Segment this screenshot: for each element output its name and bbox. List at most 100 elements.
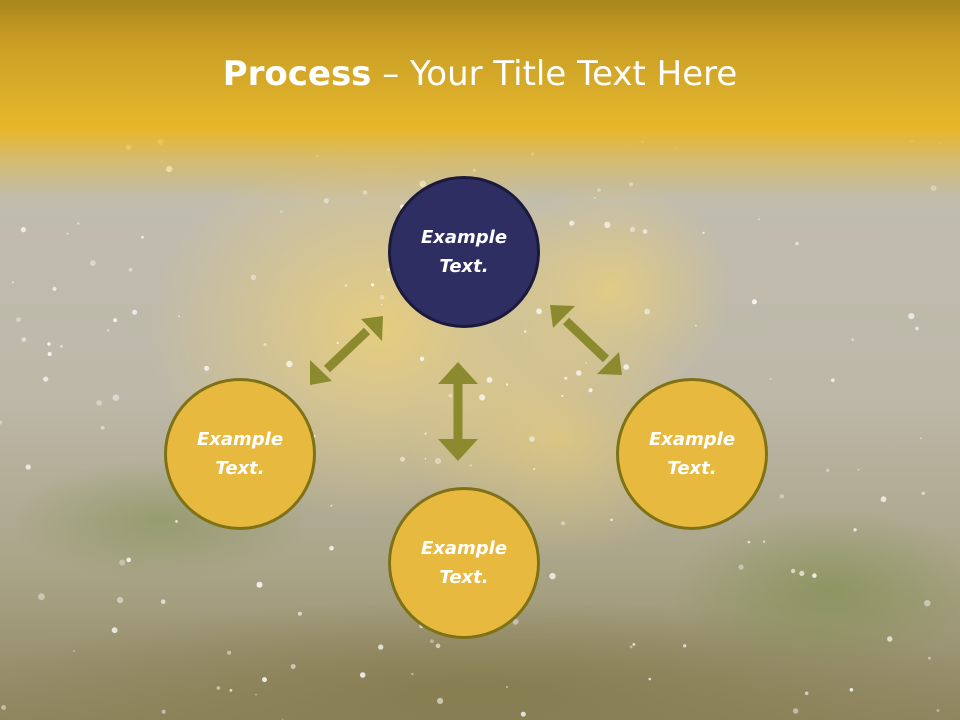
process-node-right[interactable]: Example Text. bbox=[616, 378, 768, 530]
droplet bbox=[424, 432, 427, 435]
droplet bbox=[400, 456, 405, 462]
process-node-bottom[interactable]: Example Text. bbox=[388, 487, 540, 639]
droplet bbox=[100, 426, 105, 430]
droplet bbox=[424, 457, 427, 460]
droplet bbox=[117, 597, 124, 604]
droplet bbox=[290, 664, 296, 669]
droplet bbox=[112, 394, 120, 402]
droplet bbox=[52, 286, 57, 291]
droplet bbox=[506, 686, 508, 688]
droplet bbox=[623, 364, 629, 370]
droplet bbox=[629, 226, 636, 232]
droplet bbox=[216, 686, 220, 690]
droplet bbox=[89, 260, 96, 266]
droplet bbox=[629, 645, 633, 649]
droplet bbox=[336, 342, 339, 344]
slide-title: Process – Your Title Text Here bbox=[0, 52, 960, 96]
arrow-top-bottom bbox=[438, 362, 478, 461]
droplet bbox=[66, 232, 69, 235]
droplet bbox=[175, 520, 178, 523]
droplet bbox=[280, 210, 283, 213]
process-node-left[interactable]: Example Text. bbox=[164, 378, 316, 530]
droplet bbox=[799, 570, 805, 577]
droplet bbox=[47, 342, 51, 346]
droplet bbox=[20, 227, 26, 233]
droplet bbox=[359, 672, 366, 678]
droplet bbox=[747, 540, 751, 544]
droplet bbox=[853, 528, 857, 532]
droplet bbox=[47, 352, 52, 356]
node-left-label: Example Text. bbox=[196, 429, 284, 479]
droplet bbox=[434, 457, 442, 464]
droplet bbox=[178, 315, 180, 318]
droplet bbox=[132, 309, 138, 315]
droplet bbox=[430, 639, 434, 643]
droplet bbox=[486, 377, 493, 383]
droplet bbox=[380, 303, 383, 306]
droplet bbox=[96, 400, 102, 406]
droplet bbox=[128, 267, 133, 272]
droplet bbox=[576, 370, 582, 376]
droplet bbox=[107, 329, 110, 332]
droplet bbox=[921, 491, 925, 495]
droplet bbox=[21, 337, 27, 342]
droplet bbox=[344, 284, 348, 287]
droplet bbox=[790, 568, 796, 574]
droplet bbox=[204, 365, 210, 371]
droplet bbox=[330, 504, 333, 507]
droplet bbox=[113, 318, 117, 323]
droplet bbox=[250, 274, 257, 280]
droplet bbox=[256, 581, 263, 588]
droplet bbox=[588, 388, 593, 393]
droplet bbox=[479, 394, 486, 401]
droplet bbox=[529, 436, 535, 442]
droplet bbox=[851, 338, 855, 342]
node-top-label: Example Text. bbox=[420, 227, 508, 277]
droplet bbox=[908, 313, 915, 320]
droplet bbox=[648, 677, 652, 681]
droplet bbox=[73, 650, 76, 652]
droplet bbox=[520, 711, 526, 717]
droplet bbox=[505, 383, 509, 386]
droplet bbox=[812, 573, 817, 578]
droplet bbox=[936, 709, 940, 712]
droplet bbox=[792, 708, 799, 714]
droplet bbox=[769, 378, 772, 380]
droplet bbox=[779, 494, 785, 499]
droplet bbox=[160, 599, 166, 604]
droplet bbox=[533, 467, 536, 470]
droplet bbox=[887, 636, 893, 642]
droplet bbox=[329, 545, 334, 551]
droplet bbox=[683, 644, 687, 648]
droplet bbox=[419, 356, 425, 361]
droplet bbox=[229, 688, 233, 692]
droplet bbox=[524, 330, 527, 333]
droplet bbox=[378, 644, 384, 650]
droplet bbox=[560, 521, 566, 526]
droplet bbox=[126, 557, 131, 563]
droplet bbox=[119, 559, 126, 566]
droplet bbox=[610, 518, 613, 522]
droplet bbox=[11, 281, 14, 284]
droplet bbox=[738, 564, 744, 570]
droplet bbox=[920, 437, 922, 440]
droplet bbox=[38, 593, 45, 601]
droplet bbox=[25, 464, 31, 470]
droplet bbox=[371, 283, 375, 287]
droplet bbox=[286, 360, 293, 368]
process-node-top[interactable]: Example Text. bbox=[388, 176, 540, 328]
droplet bbox=[795, 241, 799, 246]
droplet bbox=[826, 468, 830, 472]
droplet bbox=[569, 220, 575, 226]
droplet bbox=[411, 672, 414, 676]
droplet bbox=[915, 326, 919, 331]
node-bottom-label: Example Text. bbox=[420, 538, 508, 588]
droplet bbox=[448, 393, 453, 398]
arrow-top-right bbox=[550, 305, 622, 375]
droplet bbox=[564, 376, 568, 380]
header-band bbox=[0, 0, 960, 200]
droplet bbox=[263, 342, 267, 347]
droplet bbox=[763, 540, 766, 543]
